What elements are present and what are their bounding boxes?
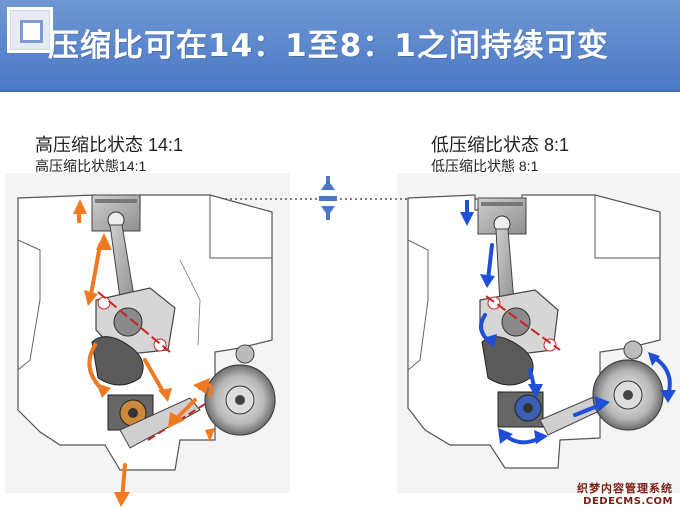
gap-indicator-icon: [319, 176, 337, 220]
orange-arrow-heads: [73, 199, 215, 507]
header-band: [0, 0, 680, 92]
page-title: 压缩比可在14：1至8：1之间持续可变: [48, 28, 609, 64]
left-engine-drawing: [17, 194, 276, 507]
left-panel-title: 高压缩比状态 14:1: [35, 135, 184, 155]
blue-arrow-heads: [460, 200, 676, 444]
header: 压缩比可在14：1至8：1之间持续可变: [0, 0, 680, 92]
watermark: 织梦内容管理系统 DEDECMS.COM: [577, 480, 673, 507]
left-panel-subtitle: 高压缩比状態14:1: [35, 158, 147, 174]
corner-square-icon: [7, 7, 53, 53]
right-engine-drawing: [407, 194, 676, 469]
right-panel-subtitle: 低压缩比状態 8:1: [431, 158, 539, 174]
right-panel-title: 低压缩比状态 8:1: [431, 135, 570, 155]
watermark-line2: DEDECMS.COM: [583, 496, 673, 507]
watermark-line1: 织梦内容管理系统: [577, 482, 673, 495]
